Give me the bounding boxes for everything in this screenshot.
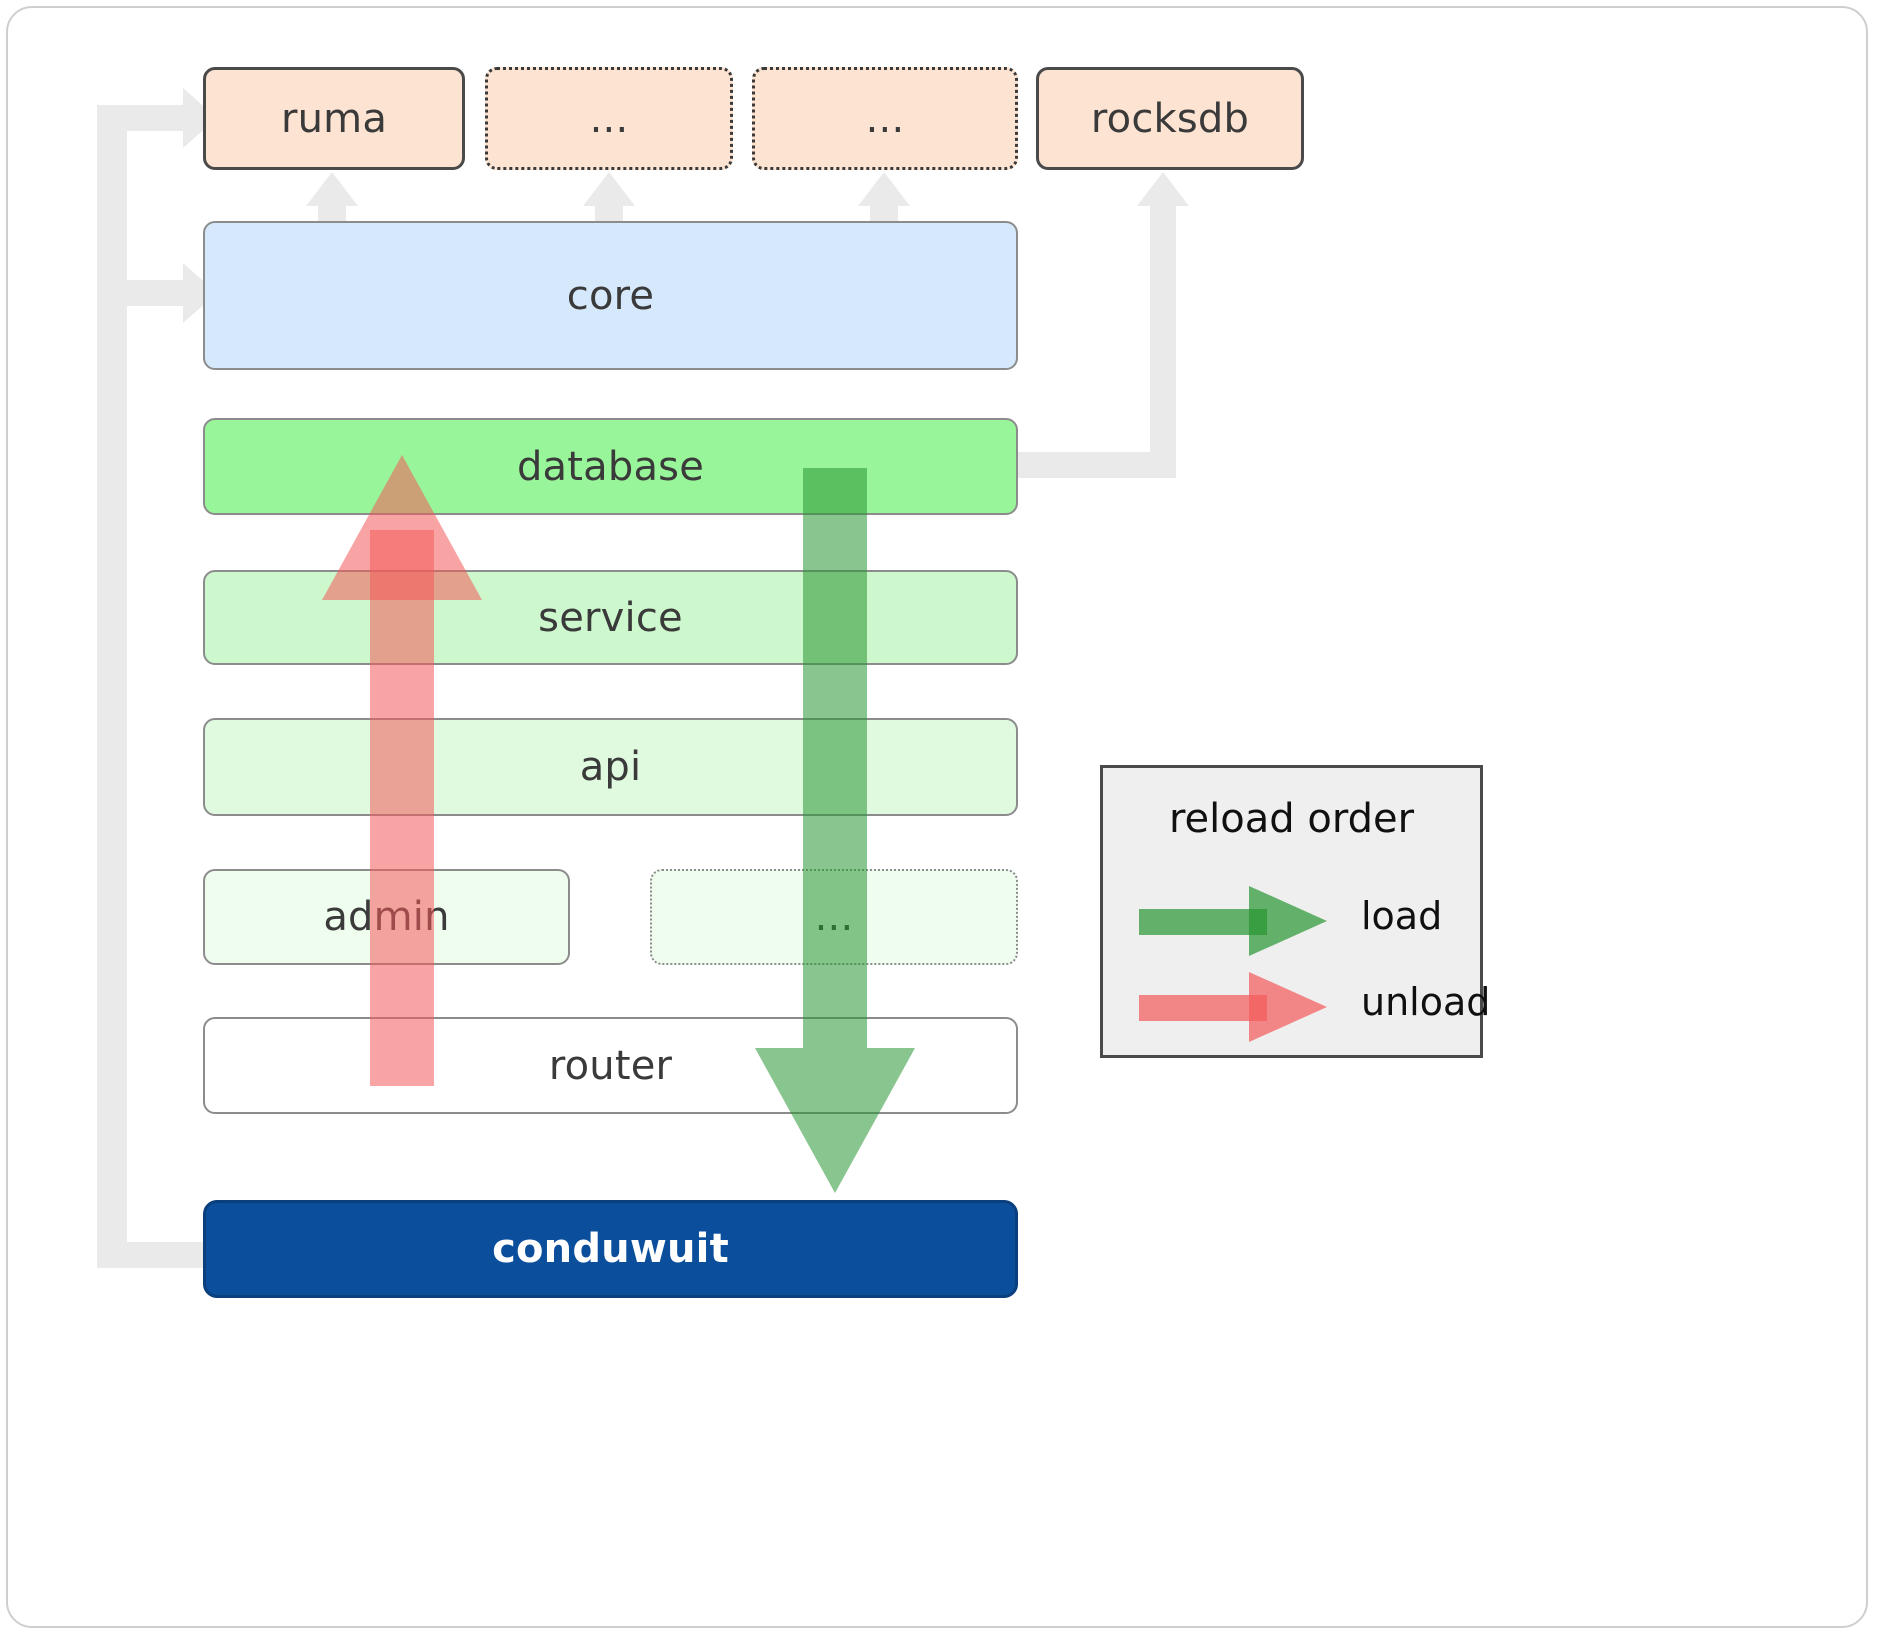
node-core-label: core <box>566 272 655 319</box>
legend-unload-shaft <box>1139 995 1267 1021</box>
load-arrow-head <box>755 1048 915 1193</box>
legend-load-shaft <box>1139 909 1267 935</box>
node-ruma-label: ruma <box>280 95 388 142</box>
legend-unload-arrow-icon <box>1139 972 1339 1042</box>
unload-arrow-shaft <box>370 530 434 1086</box>
node-service-label: service <box>538 594 683 641</box>
node-conduwuit[interactable]: conduwuit <box>203 1200 1018 1298</box>
legend-title: reload order <box>1168 796 1415 842</box>
legend-reload-order: reload order load unload <box>1100 765 1490 1058</box>
node-database-label: database <box>516 443 705 490</box>
legend-row-load: load <box>1103 880 1480 966</box>
load-arrow-shaft <box>803 468 867 1048</box>
node-ellipsis-1-label: ... <box>589 95 629 142</box>
legend-load-head <box>1249 886 1327 956</box>
node-ruma[interactable]: ruma <box>203 67 465 170</box>
connector-database-to-rocksdb-vertical <box>1150 200 1176 478</box>
connector-conduwuit-to-rail <box>97 1242 217 1268</box>
legend-load-label: load <box>1361 894 1443 938</box>
connector-rail-to-core <box>97 280 187 306</box>
legend-row-unload: unload <box>1103 966 1490 1052</box>
node-core[interactable]: core <box>203 221 1018 370</box>
connector-rail-to-ruma <box>97 105 187 131</box>
unload-arrow-head <box>322 455 482 600</box>
connector-arrowhead-rocksdb <box>1137 172 1189 206</box>
node-router-label: router <box>548 1042 673 1089</box>
legend-unload-label: unload <box>1361 980 1491 1024</box>
node-ellipsis-1[interactable]: ... <box>485 67 733 170</box>
connector-core-to-ellipsis1-head <box>583 172 635 206</box>
node-rocksdb[interactable]: rocksdb <box>1036 67 1304 170</box>
legend-unload-head <box>1249 972 1327 1042</box>
node-api[interactable]: api <box>203 718 1018 816</box>
node-rocksdb-label: rocksdb <box>1090 95 1250 142</box>
connector-core-to-ruma-head <box>306 172 358 206</box>
connector-left-rail <box>97 105 127 1257</box>
node-ellipsis-2[interactable]: ... <box>752 67 1018 170</box>
connector-database-to-rocksdb-horizontal <box>1016 452 1176 478</box>
node-ellipsis-2-label: ... <box>865 95 905 142</box>
legend-load-arrow-icon <box>1139 886 1339 956</box>
connector-core-to-ellipsis2-head <box>858 172 910 206</box>
node-api-label: api <box>579 744 642 790</box>
node-conduwuit-label: conduwuit <box>492 1226 729 1272</box>
